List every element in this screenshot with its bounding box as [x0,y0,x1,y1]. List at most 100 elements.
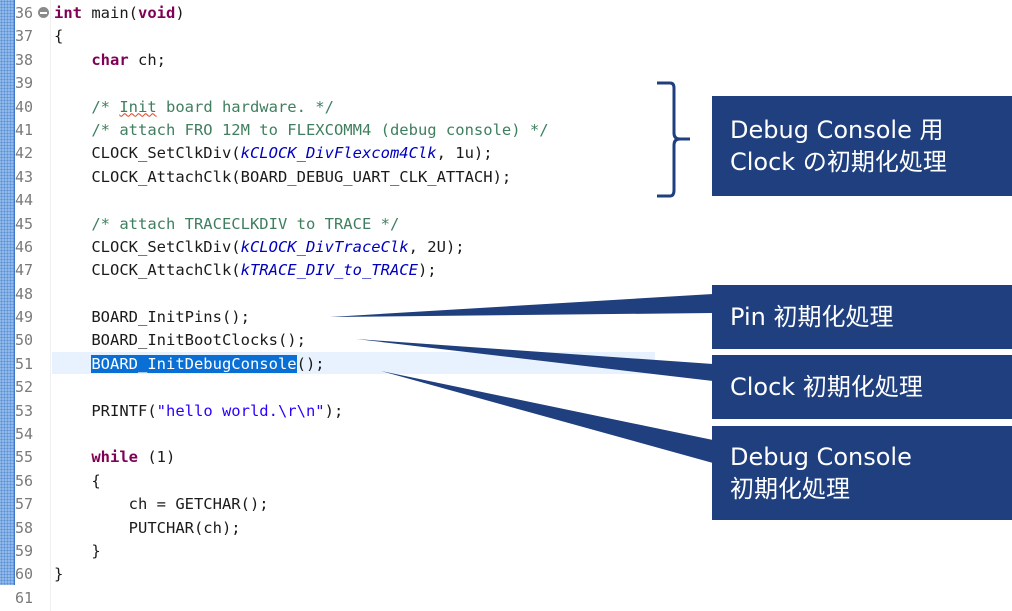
code-line[interactable]: 51 BOARD_InitDebugConsole(); [0,353,700,376]
line-number: 38 [15,50,34,69]
callout-text: Pin 初期化処理 [730,303,894,331]
change-ruler-bar [0,0,15,585]
code-text: /* attach TRACECLKDIV to TRACE */ [54,213,399,236]
line-number: 45 [15,214,34,233]
code-text: BOARD_InitDebugConsole(); [54,353,325,376]
code-text: ch = GETCHAR(); [54,493,269,516]
line-number: 52 [15,378,34,397]
code-line[interactable]: 55 while (1) [0,446,700,469]
code-text: while (1) [54,446,175,469]
code-line[interactable]: 54 [0,423,700,446]
code-token: { [54,471,101,490]
fold-collapse-icon[interactable] [38,7,49,18]
code-token: PRINTF( [54,401,157,420]
code-token: /* attach TRACECLKDIV to TRACE */ [54,214,400,233]
line-number: 48 [15,284,34,303]
code-line[interactable]: 38 char ch; [0,49,700,72]
code-token: ch; [128,50,166,69]
code-token: , 2U); [408,237,465,256]
line-number: 53 [15,401,34,420]
code-token: int [54,4,82,22]
code-token: BOARD_InitPins(); [54,308,250,327]
line-number: 60 [15,565,34,584]
line-number: 42 [15,144,34,163]
line-number: 40 [15,97,34,116]
code-text: PUTCHAR(ch); [54,517,241,540]
code-line[interactable]: 44 [0,189,700,212]
code-line[interactable]: 43 CLOCK_AttachClk(BOARD_DEBUG_UART_CLK_… [0,166,700,189]
code-token: { [54,27,64,46]
code-text: { [54,25,63,48]
line-number: 47 [15,261,34,280]
code-text: PRINTF("hello world.\r\n"); [54,400,343,423]
code-token: } [54,541,101,560]
code-line[interactable]: 40 /* Init board hardware. */ [0,96,700,119]
code-token [54,51,91,69]
code-token: board hardware. */ [156,97,334,116]
code-line[interactable]: 48 [0,283,700,306]
code-line[interactable]: 61 [0,587,700,610]
code-token: CLOCK_AttachClk( [54,261,241,280]
code-token: (); [296,354,325,373]
code-token: /* attach FRO 12M to FLEXCOMM4 (debug co… [54,120,549,139]
code-text: /* Init board hardware. */ [54,96,334,119]
code-line[interactable]: 56 { [0,470,700,493]
code-line[interactable]: 57 ch = GETCHAR(); [0,493,700,516]
code-token: CLOCK_SetClkDiv( [54,144,241,163]
code-line[interactable]: 46 CLOCK_SetClkDiv(kCLOCK_DivTraceClk, 2… [0,236,700,259]
line-number: 54 [15,425,34,444]
code-line[interactable]: 53 PRINTF("hello world.\r\n"); [0,400,700,423]
line-number: 61 [15,588,34,607]
code-text: CLOCK_AttachClk(kTRACE_DIV_to_TRACE); [54,259,436,282]
code-line[interactable]: 39 [0,72,700,95]
code-text: BOARD_InitPins(); [54,306,250,329]
code-token: ch = GETCHAR(); [54,495,269,514]
code-text: } [54,540,101,563]
code-line[interactable]: 37 { [0,25,700,48]
code-line[interactable]: 60} [0,563,700,586]
callout-text: 初期化処理 [730,475,850,503]
line-number: 46 [15,237,34,256]
line-number: 50 [15,331,34,350]
callout-text: Debug Console 用 [730,116,944,144]
code-text: int main(void) [54,2,185,25]
code-line[interactable]: 49 BOARD_InitPins(); [0,306,700,329]
code-token: ); [324,401,344,420]
code-line[interactable]: 52 [0,376,700,399]
code-token: main [91,4,129,22]
code-line[interactable]: 59 } [0,540,700,563]
line-number: 58 [15,518,34,537]
callout-text: Clock 初期化処理 [730,373,923,401]
code-token [54,355,91,373]
code-line[interactable]: 42 CLOCK_SetClkDiv(kCLOCK_DivFlexcom4Clk… [0,142,700,165]
callout-pin-init: Pin 初期化処理 [712,285,1012,349]
code-token: CLOCK_SetClkDiv( [54,237,241,256]
callout-debug-console-clock: Debug Console 用 Clock の初期化処理 [712,96,1012,196]
code-line[interactable]: 36 int main(void) [0,2,700,25]
line-number: 56 [15,471,34,490]
line-number: 57 [15,495,34,514]
code-token: BOARD_InitBootClocks(); [54,331,306,350]
code-token: "hello world.\r\n" [156,401,325,420]
line-number: 55 [15,448,34,467]
code-line[interactable]: 50 BOARD_InitBootClocks(); [0,329,700,352]
line-number: 59 [15,541,34,560]
code-text: CLOCK_AttachClk(BOARD_DEBUG_UART_CLK_ATT… [54,166,511,189]
code-line[interactable]: 58 PUTCHAR(ch); [0,517,700,540]
code-text: { [54,470,101,493]
code-text: CLOCK_SetClkDiv(kCLOCK_DivTraceClk, 2U); [54,236,465,259]
code-text: BOARD_InitBootClocks(); [54,329,306,352]
code-line[interactable]: 45 /* attach TRACECLKDIV to TRACE */ [0,213,700,236]
code-token: CLOCK_AttachClk(BOARD_DEBUG_UART_CLK_ATT… [54,167,512,186]
code-token: ( [128,4,139,22]
code-text: CLOCK_SetClkDiv(kCLOCK_DivFlexcom4Clk, 1… [54,142,492,165]
code-token: char [91,50,129,69]
gutter-separator [50,0,51,611]
code-line[interactable]: 41 /* attach FRO 12M to FLEXCOMM4 (debug… [0,119,700,142]
line-number: 49 [15,308,34,327]
code-line[interactable]: 47 CLOCK_AttachClk(kTRACE_DIV_to_TRACE); [0,259,700,282]
line-number: 36 [15,4,34,22]
code-token: } [54,565,64,584]
line-number: 37 [15,27,34,46]
